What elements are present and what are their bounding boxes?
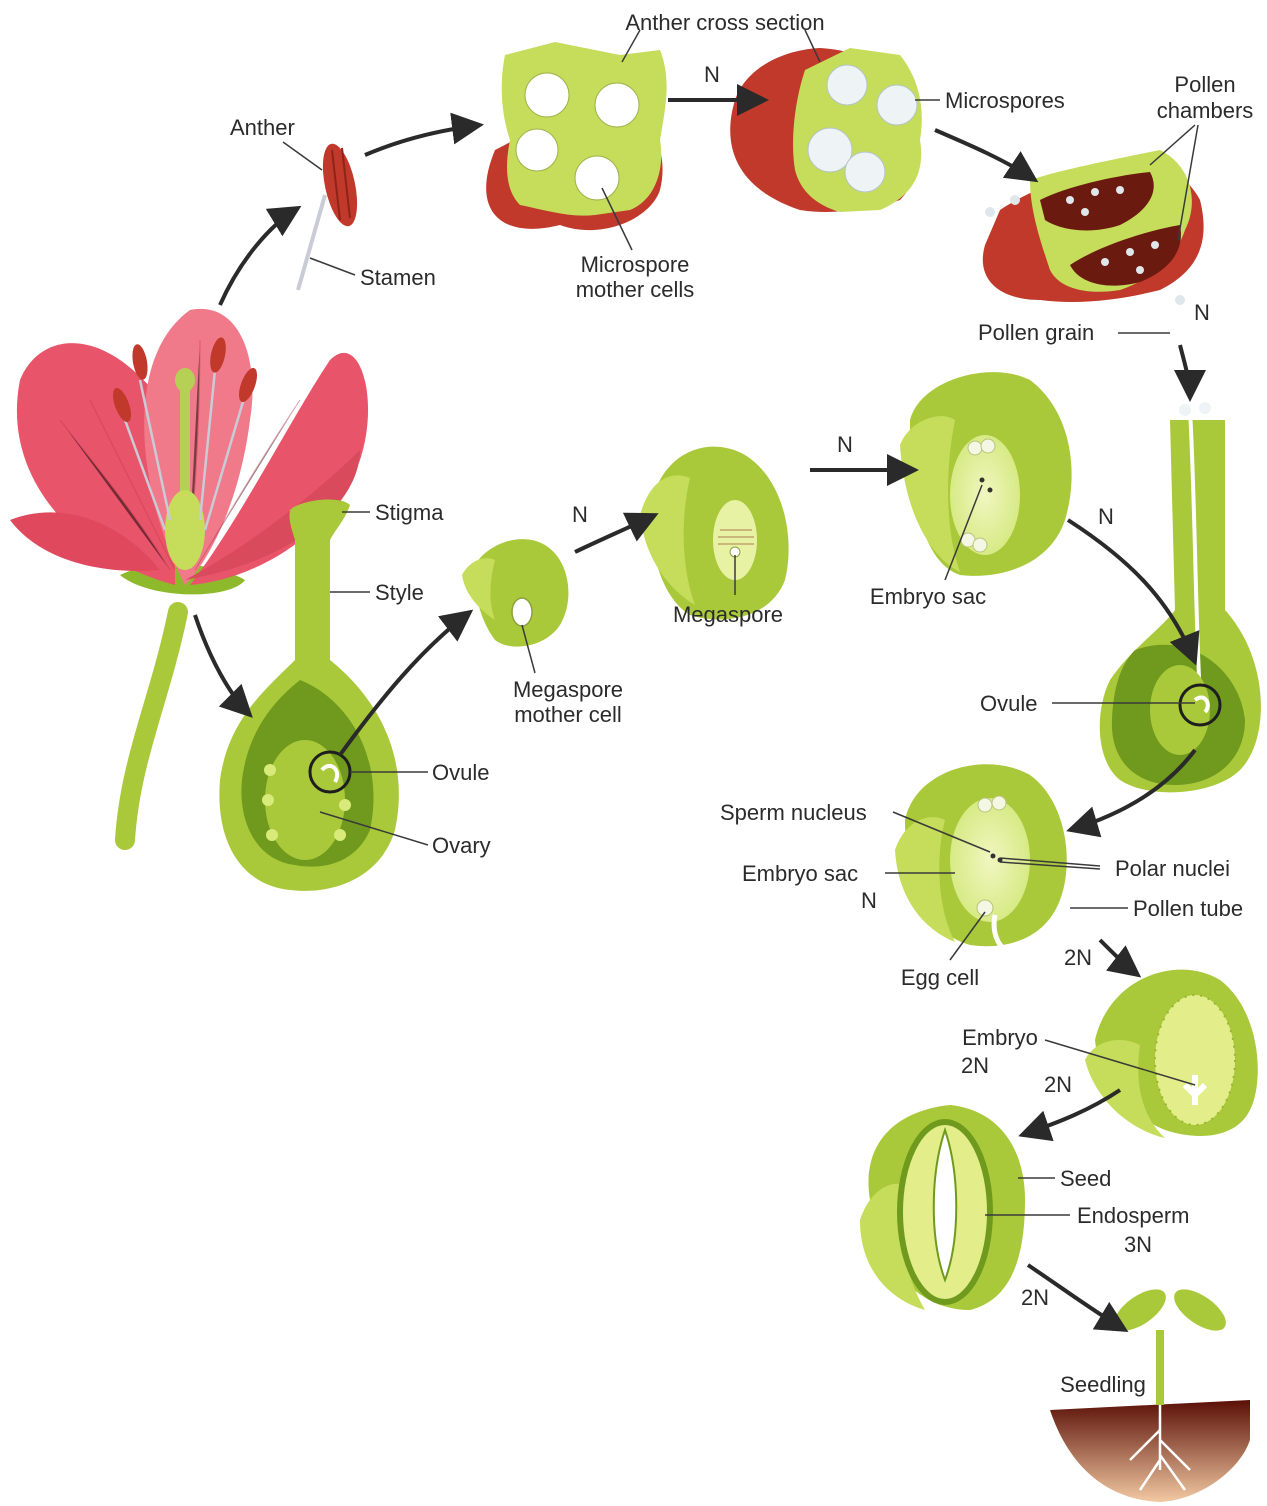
arrow-microspores-to-pollen-chambers	[935, 130, 1035, 180]
ploidy-embryo-sac-mid: N	[861, 888, 877, 913]
label-style: Style	[375, 580, 424, 605]
label-pollen-chambers-line1: Pollen	[1174, 72, 1235, 97]
label-microspore-mother-cells-line2: mother cells	[576, 277, 695, 302]
label-ovule-left: Ovule	[432, 760, 489, 785]
label-embryo: Embryo	[962, 1025, 1038, 1050]
label-endosperm-ploidy: 3N	[1124, 1232, 1152, 1257]
arrow-fertilization-to-embryo	[1100, 940, 1138, 975]
megaspore-illustration	[640, 447, 789, 620]
fertilization-ovule-illustration	[895, 764, 1090, 954]
megaspore-mother-cell-illustration	[462, 539, 568, 646]
label-microspore-mother-cells-line1: Microspore	[581, 252, 690, 277]
pollen-tube-style-illustration	[1100, 402, 1261, 792]
label-stigma: Stigma	[375, 500, 444, 525]
arrow-flower-to-pistil	[195, 615, 250, 715]
label-anther-cross-section: Anther cross section	[625, 10, 824, 35]
label-ovule-right: Ovule	[980, 691, 1037, 716]
ploidy-to-seedling: 2N	[1021, 1285, 1049, 1310]
label-polar-nuclei: Polar nuclei	[1115, 856, 1230, 881]
ploidy-embryo-sac: N	[837, 432, 853, 457]
label-stamen: Stamen	[360, 265, 436, 290]
label-megaspore-mother-cell-line2: mother cell	[514, 702, 622, 727]
arrow-flower-to-stamen	[220, 208, 298, 305]
anther-cross-section-illustration	[486, 42, 666, 230]
label-endosperm: Endosperm	[1077, 1203, 1190, 1228]
label-anther: Anther	[230, 115, 295, 140]
arrow-pollen-grain-to-style	[1180, 345, 1190, 398]
label-microspores: Microspores	[945, 88, 1065, 113]
ploidy-megaspore-mother-cell: N	[572, 502, 588, 527]
arrow-stamen-to-anther-cross-section	[365, 125, 480, 155]
label-ovary: Ovary	[432, 833, 491, 858]
pollen-chambers-illustration	[983, 150, 1204, 305]
ploidy-fertilized: 2N	[1064, 945, 1092, 970]
label-embryo-sac-mid: Embryo sac	[742, 861, 858, 886]
label-megaspore: Megaspore	[673, 602, 783, 627]
label-seed: Seed	[1060, 1166, 1111, 1191]
label-embryo-sac-top: Embryo sac	[870, 584, 986, 609]
ploidy-to-seed: 2N	[1044, 1072, 1072, 1097]
label-megaspore-mother-cell-line1: Megaspore	[513, 677, 623, 702]
developing-embryo-illustration	[1085, 970, 1258, 1138]
seed-illustration	[860, 1105, 1025, 1310]
label-pollen-chambers-line2: chambers	[1157, 98, 1254, 123]
label-pollen-tube: Pollen tube	[1133, 896, 1243, 921]
label-egg-cell: Egg cell	[901, 965, 979, 990]
microspores-illustration	[730, 48, 922, 212]
ploidy-anther-to-microspores: N	[704, 62, 720, 87]
label-sperm-nucleus: Sperm nucleus	[720, 800, 867, 825]
embryo-sac-illustration	[900, 372, 1072, 576]
stamen-illustration	[298, 141, 363, 290]
ploidy-to-ovule: N	[1098, 504, 1114, 529]
ploidy-pollen-grain: N	[1194, 300, 1210, 325]
label-embryo-ploidy: 2N	[961, 1053, 989, 1078]
label-pollen-grain: Pollen grain	[978, 320, 1094, 345]
label-seedling: Seedling	[1060, 1372, 1146, 1397]
